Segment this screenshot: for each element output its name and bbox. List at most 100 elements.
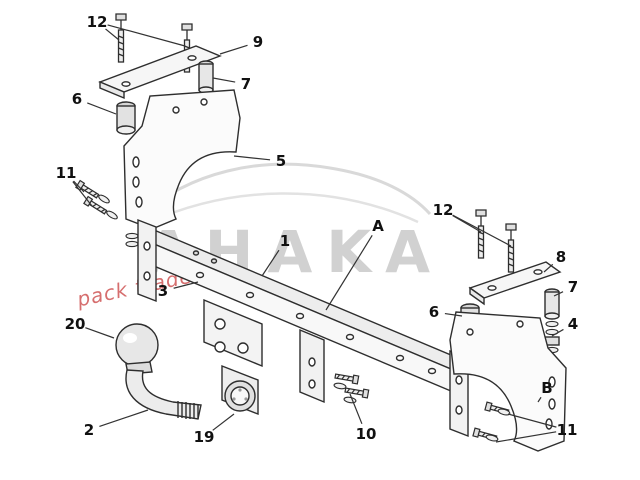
callout-label-B-14: B xyxy=(541,379,552,397)
spacer-7-right xyxy=(544,288,560,320)
plate-9-hole-a xyxy=(121,81,131,87)
beam-hole xyxy=(395,354,405,362)
end-plate-hole xyxy=(455,405,463,415)
callout-label-20-16: 20 xyxy=(65,315,86,333)
callout-leader-A xyxy=(325,235,373,311)
bolt-10-b xyxy=(343,385,370,399)
callout-leader-12 xyxy=(107,24,186,47)
left-bracket-slot-b xyxy=(132,176,140,188)
beam-hole xyxy=(427,367,437,375)
callout-label-3-8: 3 xyxy=(158,282,168,300)
callout-leader-8 xyxy=(543,263,554,273)
left-bracket-slot-c xyxy=(135,196,143,208)
mounting-plate-9-edge xyxy=(99,80,125,100)
towball-assembly xyxy=(115,323,202,420)
callout-leader-10 xyxy=(349,393,363,425)
callout-leader-4 xyxy=(551,328,564,337)
right-bracket-slot-b xyxy=(548,398,556,410)
flange-hole xyxy=(214,318,226,330)
washer xyxy=(496,407,512,417)
socket-face xyxy=(230,386,250,406)
right-bracket-hole-a xyxy=(466,328,474,336)
center-mount-assembly xyxy=(203,298,370,405)
callout-label-19-18: 19 xyxy=(194,428,215,446)
callout-label-8-10: 8 xyxy=(556,248,566,266)
end-plate-hole xyxy=(455,375,463,385)
callout-label-5-4: 5 xyxy=(276,152,286,170)
flange-hole xyxy=(237,342,249,354)
bolt-12-right-a xyxy=(475,209,487,259)
right-bracket-hole-b xyxy=(516,320,524,328)
car-silhouette-watermark-lower xyxy=(149,192,419,224)
callout-leader-5 xyxy=(233,155,271,161)
washer xyxy=(96,192,112,206)
callout-leader-6 xyxy=(87,102,117,115)
bolt-10-a xyxy=(333,371,360,385)
callout-label-9-1: 9 xyxy=(253,33,263,51)
plate-9-hole-b xyxy=(187,55,197,61)
callout-label-12-0: 12 xyxy=(87,13,108,31)
callout-leader-9 xyxy=(219,44,248,55)
callout-label-6-3: 6 xyxy=(72,90,82,108)
beam-hole xyxy=(245,291,255,299)
ball-mount-flange-3 xyxy=(203,298,263,368)
electrical-socket-19 xyxy=(221,364,259,416)
callout-leader-11 xyxy=(507,413,557,428)
washer xyxy=(342,395,358,405)
mounting-plate-8-edge xyxy=(469,286,485,306)
center-bracket-hole xyxy=(308,357,316,367)
callout-leader-11 xyxy=(72,181,93,207)
callout-leader-1 xyxy=(261,249,280,277)
callout-leader-B xyxy=(537,396,542,403)
callout-leader-7 xyxy=(553,291,564,297)
left-side-bracket-5 xyxy=(123,89,241,248)
beam-hole xyxy=(195,271,205,279)
left-bracket-slot-a xyxy=(132,156,140,168)
callout-leader-12 xyxy=(452,214,482,233)
callout-leader-12 xyxy=(452,214,512,247)
top-left-mounting-hardware xyxy=(98,13,222,135)
beam-bolt-head xyxy=(210,258,218,264)
callout-label-2-17: 2 xyxy=(84,421,94,439)
washer xyxy=(484,433,500,443)
callout-leader-20 xyxy=(85,327,115,339)
left-fixing-bolts-11 xyxy=(75,179,120,222)
end-plate-hole xyxy=(143,241,151,251)
callout-leader-7 xyxy=(212,77,236,83)
callout-label-11-5: 11 xyxy=(56,164,77,182)
beam-bolt-head xyxy=(192,250,200,256)
bolt-12-right-b xyxy=(505,223,517,273)
callout-leader-11 xyxy=(73,180,85,193)
callout-label-7-2: 7 xyxy=(241,75,251,93)
washer xyxy=(545,320,559,328)
left-bracket-body xyxy=(123,89,241,230)
washer xyxy=(104,208,120,222)
bushing-6-left xyxy=(116,101,136,135)
swan-neck-ribs xyxy=(177,401,199,419)
socket-pin xyxy=(238,388,242,392)
callout-label-A-7: A xyxy=(372,217,384,235)
diagram-art xyxy=(75,13,567,452)
car-silhouette-watermark xyxy=(139,162,432,218)
callout-label-4-13: 4 xyxy=(568,315,578,333)
right-bracket-slot-a xyxy=(548,376,556,388)
callout-label-11-15: 11 xyxy=(557,421,578,439)
center-bracket-hole xyxy=(308,379,316,389)
socket-pin xyxy=(232,397,236,401)
callout-label-7-11: 7 xyxy=(568,278,578,296)
tow-ball-20 xyxy=(115,323,159,367)
left-bracket-hole-a xyxy=(172,106,180,114)
washer xyxy=(125,232,139,240)
callout-label-12-9: 12 xyxy=(433,201,454,219)
plate-8-hole-a xyxy=(487,285,497,291)
callout-leader-2 xyxy=(99,409,149,428)
crossbar-beam xyxy=(137,218,469,438)
socket-pin xyxy=(244,397,248,401)
callout-leader-19 xyxy=(212,413,235,431)
callout-label-6-12: 6 xyxy=(429,303,439,321)
callout-label-10-19: 10 xyxy=(356,425,377,443)
beam-left-end-plate xyxy=(137,218,157,303)
plate-8-hole-b xyxy=(533,269,543,275)
